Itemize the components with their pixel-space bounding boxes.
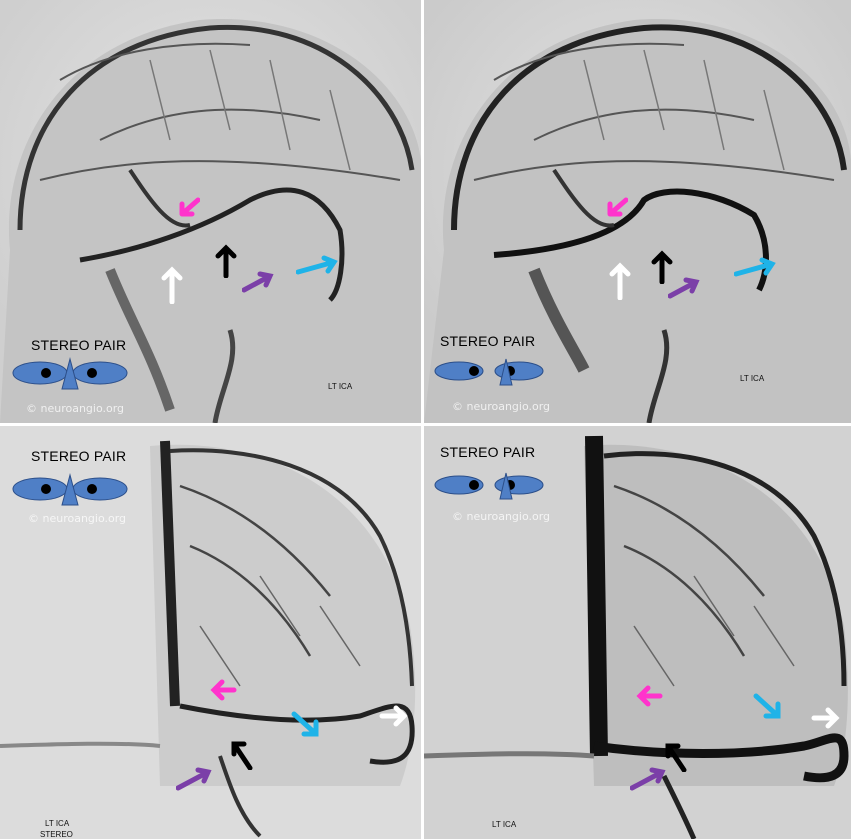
view-label: LT ICA bbox=[45, 819, 70, 828]
purple-arrow-icon bbox=[242, 271, 274, 293]
cyan-arrow-icon bbox=[734, 257, 776, 277]
white-arrow-icon bbox=[161, 266, 183, 304]
angiogram-image bbox=[424, 0, 851, 423]
stereo-eyes-icon bbox=[434, 358, 544, 386]
black-arrow-icon bbox=[231, 741, 253, 770]
stereo-eyes-icon bbox=[12, 357, 128, 390]
view-label: LT ICA bbox=[328, 382, 353, 391]
watermark: © neuroangio.org bbox=[28, 512, 127, 525]
magenta-arrow-icon bbox=[636, 685, 663, 707]
watermark: © neuroangio.org bbox=[26, 402, 125, 415]
white-arrow-icon bbox=[379, 705, 408, 727]
black-arrow-icon bbox=[215, 244, 237, 278]
purple-arrow-icon bbox=[668, 277, 700, 299]
angiogram-image bbox=[0, 426, 421, 839]
cyan-arrow-icon bbox=[296, 255, 338, 275]
magenta-arrow-icon bbox=[179, 197, 200, 217]
cyan-arrow-icon bbox=[291, 711, 319, 737]
cyan-arrow-icon bbox=[753, 693, 781, 719]
angiogram-image bbox=[0, 0, 421, 423]
black-arrow-icon bbox=[651, 250, 673, 284]
angiogram-panel-frontal-left: STEREO PAIR © neuroangio.org LT ICA STER… bbox=[0, 426, 421, 839]
stereo-pair-label: STEREO PAIR bbox=[31, 448, 127, 464]
stereo-pair-label: STEREO PAIR bbox=[440, 444, 536, 460]
stereo-pair-label: STEREO PAIR bbox=[31, 337, 127, 353]
stereo-eyes-icon bbox=[12, 473, 128, 506]
magenta-arrow-icon bbox=[210, 679, 237, 701]
angiogram-panel-lateral-right: STEREO PAIR © neuroangio.org LT ICA bbox=[424, 0, 851, 423]
angiogram-image bbox=[424, 426, 851, 839]
view-label: LT ICA bbox=[740, 374, 765, 383]
purple-arrow-icon bbox=[176, 767, 212, 791]
watermark: © neuroangio.org bbox=[452, 510, 551, 523]
black-arrow-icon bbox=[665, 743, 687, 772]
white-arrow-icon bbox=[811, 707, 840, 729]
view-label: LT ICA bbox=[492, 820, 517, 829]
angiogram-panel-frontal-right: STEREO PAIR © neuroangio.org LT ICA bbox=[424, 426, 851, 839]
stereo-pair-label: STEREO PAIR bbox=[440, 333, 536, 349]
stereo-eyes-icon bbox=[434, 472, 544, 500]
panel-divider-horizontal bbox=[0, 423, 851, 426]
white-arrow-icon bbox=[609, 262, 631, 300]
view-label-secondary: STEREO bbox=[40, 830, 73, 839]
watermark: © neuroangio.org bbox=[452, 400, 551, 413]
purple-arrow-icon bbox=[630, 767, 666, 791]
angiogram-panel-lateral-left: STEREO PAIR © neuroangio.org LT ICA bbox=[0, 0, 421, 423]
panel-divider-vertical bbox=[421, 0, 424, 839]
magenta-arrow-icon bbox=[607, 197, 628, 217]
